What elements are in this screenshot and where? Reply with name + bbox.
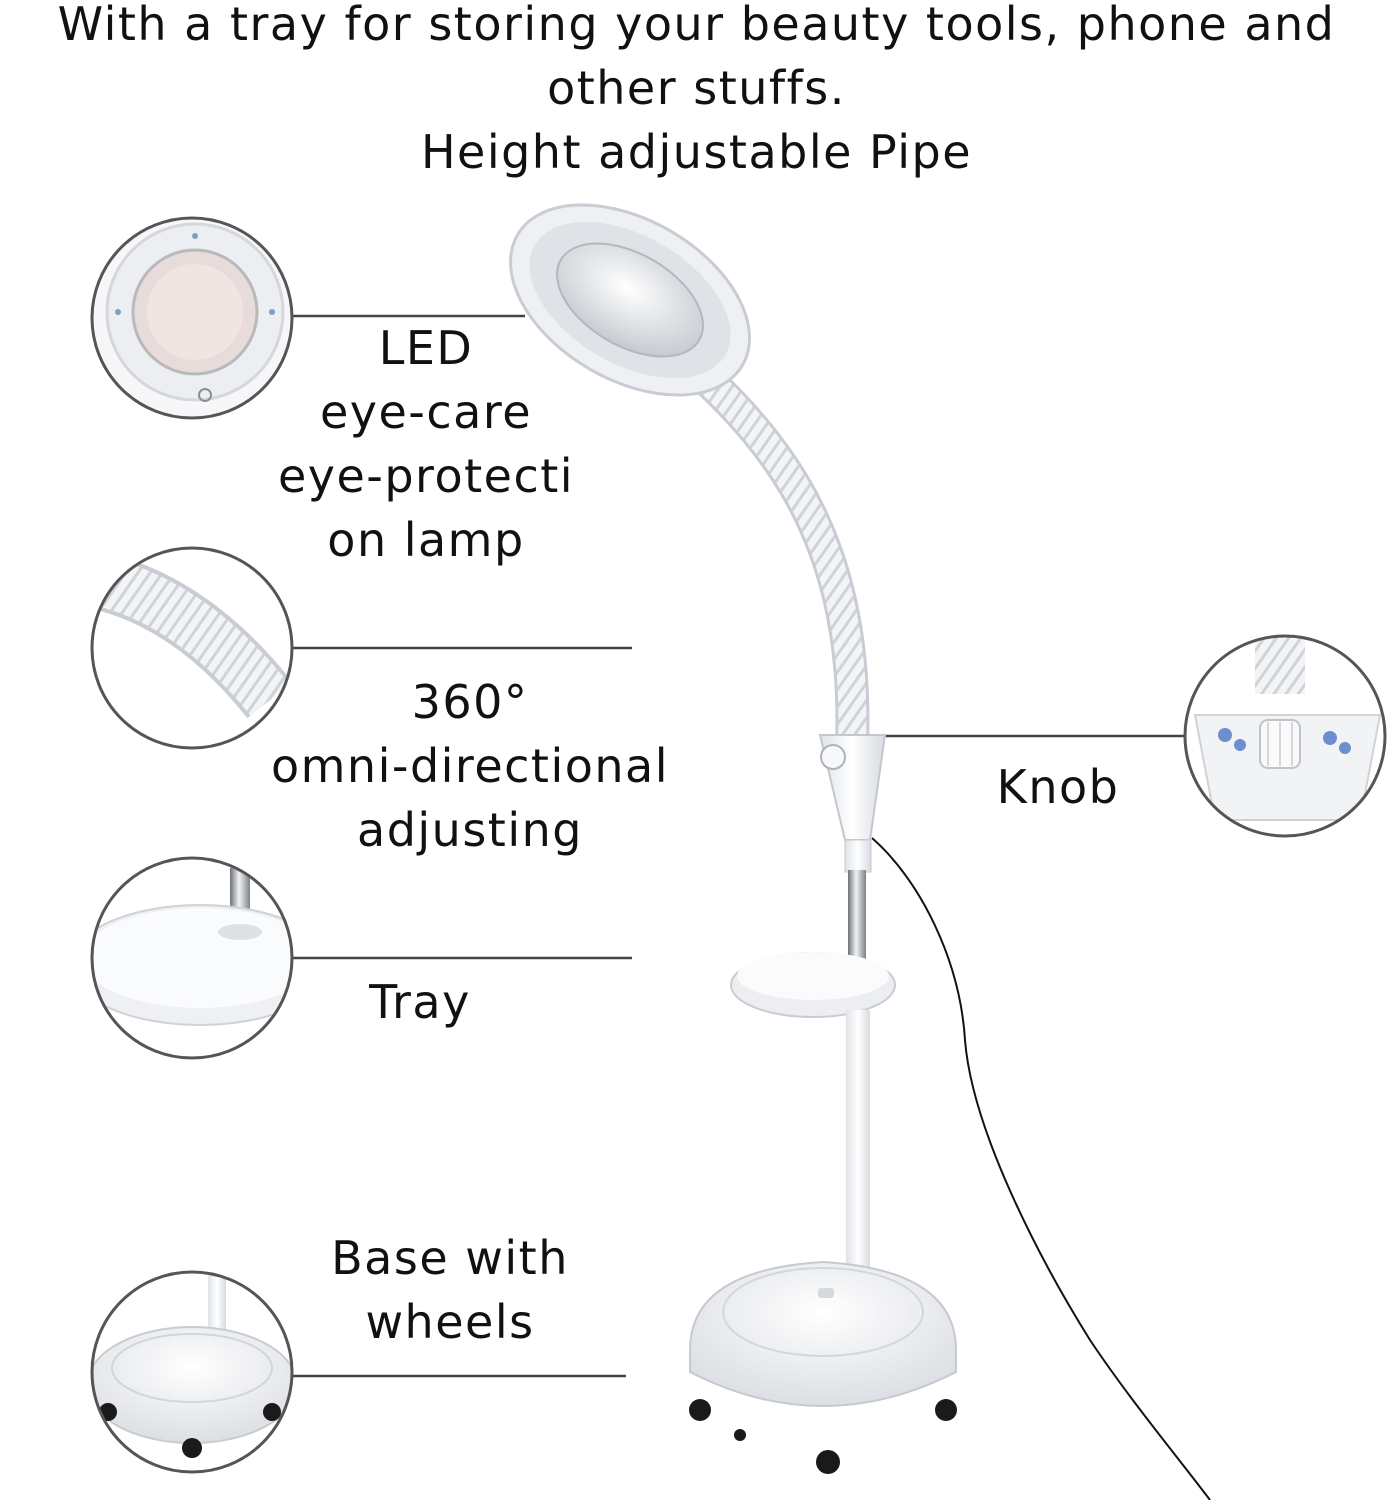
led-label-line-1: LED (378, 321, 474, 375)
base-label-line-2: wheels (365, 1295, 535, 1349)
neck-label-line-3: adjusting (357, 803, 583, 857)
knob-closeup-icon (1183, 634, 1387, 838)
led-label-line-3: eye-protecti (277, 449, 575, 503)
gooseneck-closeup-icon (90, 546, 294, 750)
header-line-2: other stuffs. (547, 61, 846, 115)
floor-lamp-icon (509, 203, 1211, 1500)
header-line-1: With a tray for storing your beauty tool… (57, 0, 1336, 51)
neck-label-line-1: 360° (411, 675, 529, 729)
knob-label: Knob (996, 760, 1120, 814)
led-lamp-closeup-icon (90, 216, 294, 420)
base-wheels-closeup-icon (90, 1270, 294, 1474)
led-label-line-4: on lamp (327, 513, 525, 567)
leader-lines (292, 314, 1185, 1378)
tray-label: Tray (369, 975, 471, 1029)
base-label-line-1: Base with (331, 1231, 569, 1285)
tray-closeup-icon (90, 856, 294, 1060)
led-label-line-2: eye-care (319, 385, 533, 439)
neck-label-line-2: omni-directional (270, 739, 670, 793)
header-line-3: Height adjustable Pipe (420, 125, 973, 179)
